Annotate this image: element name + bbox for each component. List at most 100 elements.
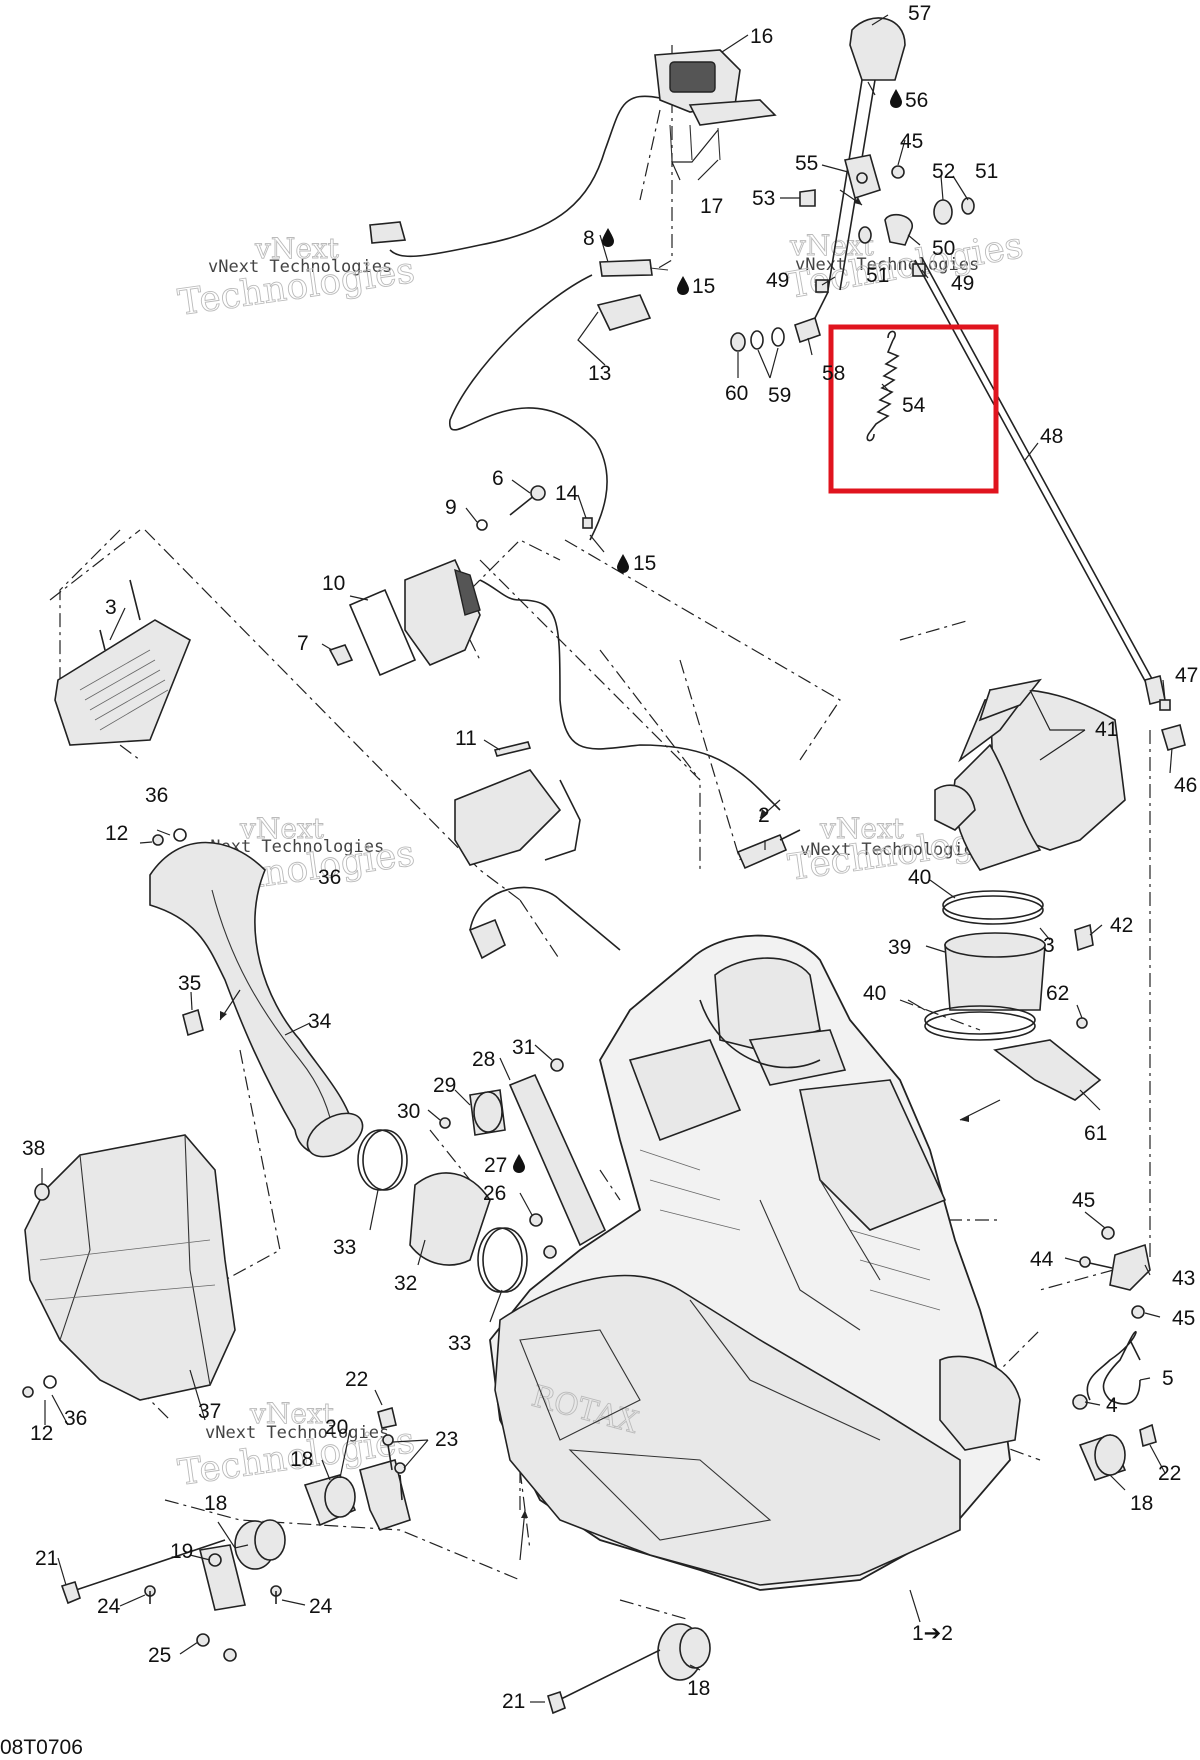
callout-21: 21 [502,1690,525,1713]
part-11-pin [493,741,532,757]
callout-33: 33 [448,1332,471,1355]
part-50-linkage [858,213,913,246]
callout-6: 6 [492,467,504,490]
leader-lines [41,14,1173,1703]
callout-20: 20 [325,1416,348,1439]
part-47-clip [1159,699,1171,711]
callout-52: 52 [932,160,955,183]
part-51-nut [961,197,975,215]
part-21-bolt-bottom [547,1649,661,1715]
part-25-nuts [196,1633,237,1662]
callout-2: 2 [758,804,770,827]
callout-48: 48 [1040,425,1063,448]
oil-drop-icon [513,1154,525,1173]
part-9-washer [476,519,488,531]
part-46-ball-joint [1160,724,1186,751]
callouts: 57 56 16 45 55 52 51 53 17 50 8 15 49 51… [22,2,1198,1713]
part-28-bracket [508,1073,607,1247]
svg-text:vNext Technologies: vNext Technologies [205,1423,389,1443]
callout-4: 4 [1106,1394,1118,1417]
part-17-screws [669,124,721,161]
engine-block: ROTAX [489,934,1021,1591]
callout-38: 38 [22,1137,45,1160]
callout-45: 45 [1072,1189,1095,1212]
callout-54: 54 [902,394,926,417]
callout-12: 12 [30,1422,53,1445]
oil-drop-icon [602,228,614,247]
part-37-lower-shield [24,1134,236,1401]
callout-22: 22 [345,1368,368,1391]
part-33-clamp-bottom [477,1227,528,1293]
part-36-washer-bottom [43,1375,57,1389]
oil-drop-icon [677,276,689,295]
part-45-nut-top [891,165,905,179]
callout-57: 57 [908,2,931,25]
part-10-gasket [348,588,417,677]
part-7-nut [328,644,354,666]
callout-30: 30 [397,1100,420,1123]
part-4-fitting [1072,1394,1088,1410]
part-29-mount [469,1089,506,1136]
part-33-clamp-top [357,1129,408,1191]
svg-text:vNext: vNext [819,812,905,845]
part-60-nut [730,332,746,352]
arrows [219,189,1001,1561]
harness-connector [468,886,621,960]
part-22-nut-left [377,1407,397,1429]
callout-36: 36 [145,784,168,807]
svg-text:vNext: vNext [254,232,340,265]
callout-61: 61 [1084,1122,1107,1145]
callout-42: 42 [1110,914,1133,937]
part-14-clip [582,517,593,529]
callout-40: 40 [863,982,886,1005]
callout-18: 18 [290,1448,313,1471]
part-5-hose [1086,1331,1141,1405]
svg-text:vNext Technologies: vNext Technologies [795,255,979,275]
callout-46: 46 [1174,774,1197,797]
callout-14: 14 [555,482,579,505]
callout-43: 43 [1172,1267,1195,1290]
callout-34: 34 [308,1010,332,1033]
callout-47: 47 [1175,664,1198,687]
callout-18: 18 [687,1677,710,1700]
callout-39: 39 [888,936,911,959]
part-16-throttle-control [654,49,777,126]
callout-9: 9 [445,496,457,519]
callout-3: 3 [105,596,117,619]
callout-8: 8 [583,227,595,250]
callout-17: 17 [700,195,723,218]
part-18-mount-mid-left [303,1474,357,1527]
callout-10: 10 [322,572,345,595]
part-54-spring [866,330,900,442]
part-35-clip [182,1008,204,1037]
callout-51: 51 [866,264,889,287]
throttle-cable-wiring [369,95,661,258]
callout-36: 36 [318,866,341,889]
callout-53: 53 [752,187,775,210]
part-18-mount-right [1078,1434,1127,1481]
callout-60: 60 [725,382,748,405]
part-22-nut-right [1139,1423,1157,1448]
wiring-harness-bracket [454,769,581,866]
part-18-mount-bottom [657,1623,711,1681]
callout-5: 5 [1162,1367,1174,1390]
part-57-shift-knob [849,17,906,81]
part-42-clip [1074,923,1094,952]
part-6-bolt [509,485,546,516]
callout-22: 22 [1158,1462,1181,1485]
oil-drop-icon [890,89,902,108]
part-8-fitting [599,259,669,277]
svg-text:vNext Technologies: vNext Technologies [208,257,392,277]
part-45-nut-low [1131,1305,1145,1319]
svg-text:vNext: vNext [239,812,325,845]
callout-11: 11 [455,727,477,750]
part-44-screw [1079,1256,1113,1269]
part-12-screw-bottom [22,1386,34,1398]
callout-15: 15 [633,552,656,575]
callout-37: 37 [198,1400,221,1423]
ignition-coil [404,558,781,811]
callout-29: 29 [433,1074,456,1097]
callout-49: 49 [766,269,789,292]
callout-7: 7 [297,632,309,655]
callout-45: 45 [900,130,923,153]
